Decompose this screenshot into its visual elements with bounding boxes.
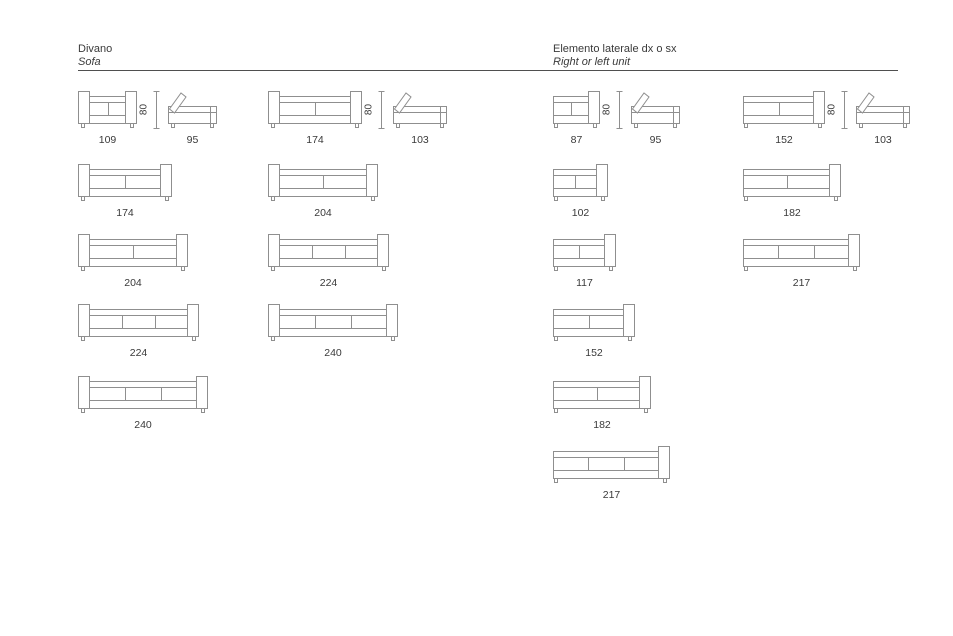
width-label: 87 [570,134,583,146]
depth-label: 95 [186,134,199,146]
width-label: 217 [602,489,621,501]
sofa-front-240-b: 240 [78,375,208,433]
sofa-front-224-a: 224 [268,233,389,291]
side-view-95-a: 95 [167,90,218,148]
height-dimension-line [606,90,624,130]
unit-front-217-b: 217 [553,445,670,503]
depth-label: 103 [874,134,892,146]
width-label: 174 [306,134,324,146]
width-label: 182 [783,207,801,219]
unit-front-152-b: 152 [553,303,635,361]
sofa-front-174-a: 174 [268,90,362,148]
height-dimension-line [368,90,386,130]
depth-label: 103 [411,134,429,146]
sofa-front-drawing [78,233,188,273]
height-dim-80-b: 80 [364,90,386,148]
unit-front-217-a: 217 [743,233,860,291]
depth-label: 95 [649,134,662,146]
unit-front-drawing [553,375,651,415]
section-title: Elemento laterale dx o sx [553,43,677,55]
unit-front-117: 117 [553,233,616,291]
section-header-lateral-unit: Elemento laterale dx o sx Right or left … [553,43,677,69]
unit-front-182-a: 182 [743,163,841,221]
unit-front-102: 102 [553,163,608,221]
section-header-sofa: Divano Sofa [78,43,112,69]
sofa-front-drawing [78,375,208,415]
section-subtitle: Sofa [78,56,101,68]
unit-front-drawing [553,303,635,343]
side-view-103-b: 103 [855,90,911,148]
unit-front-drawing [743,163,841,203]
side-view-103-a: 103 [392,90,448,148]
width-label: 102 [571,207,590,219]
section-title: Divano [78,43,113,55]
width-label: 204 [314,207,332,219]
height-dim-80-c: 80 [602,90,624,148]
width-label: 152 [585,347,603,359]
side-view-95-b: 95 [630,90,681,148]
sofa-front-drawing [268,303,398,343]
sofa-front-109: 109 [78,90,137,148]
sofa-front-drawing [78,90,137,130]
side-view-drawing [167,90,218,130]
unit-front-drawing [553,233,616,273]
width-label: 204 [124,277,142,289]
sofa-front-224-b: 224 [78,303,199,361]
unit-front-drawing [743,90,825,130]
width-label: 217 [792,277,811,289]
side-view-drawing [855,90,911,130]
side-view-drawing [630,90,681,130]
unit-front-drawing [553,445,670,485]
height-dimension-label: 80 [826,103,838,116]
sofa-front-drawing [268,163,378,203]
unit-front-drawing [553,90,600,130]
width-label: 152 [775,134,793,146]
height-dim-80-a: 80 [139,90,161,148]
sofa-front-174-b: 174 [78,163,172,221]
unit-front-drawing [553,163,608,203]
unit-front-87: 87 [553,90,600,148]
width-label: 224 [129,347,148,359]
unit-front-152-a: 152 [743,90,825,148]
sofa-front-drawing [268,90,362,130]
height-dimension-label: 80 [601,103,613,116]
sofa-front-drawing [268,233,389,273]
height-dimension-line [831,90,849,130]
width-label: 182 [593,419,611,431]
width-label: 240 [134,419,152,431]
sofa-front-204-a: 204 [268,163,378,221]
sofa-front-240-a: 240 [268,303,398,361]
height-dim-80-d: 80 [827,90,849,148]
width-label: 240 [324,347,342,359]
sofa-front-drawing [78,303,199,343]
height-dimension-label: 80 [363,103,375,116]
unit-front-drawing [743,233,860,273]
header-rule [78,70,898,71]
width-label: 117 [576,277,593,289]
width-label: 224 [319,277,338,289]
sofa-front-drawing [78,163,172,203]
height-dimension-line [143,90,161,130]
sofa-front-204-b: 204 [78,233,188,291]
unit-front-182-b: 182 [553,375,651,433]
side-view-drawing [392,90,448,130]
section-subtitle: Right or left unit [553,56,631,68]
width-label: 109 [98,134,117,146]
height-dimension-label: 80 [138,103,150,116]
width-label: 174 [116,207,134,219]
